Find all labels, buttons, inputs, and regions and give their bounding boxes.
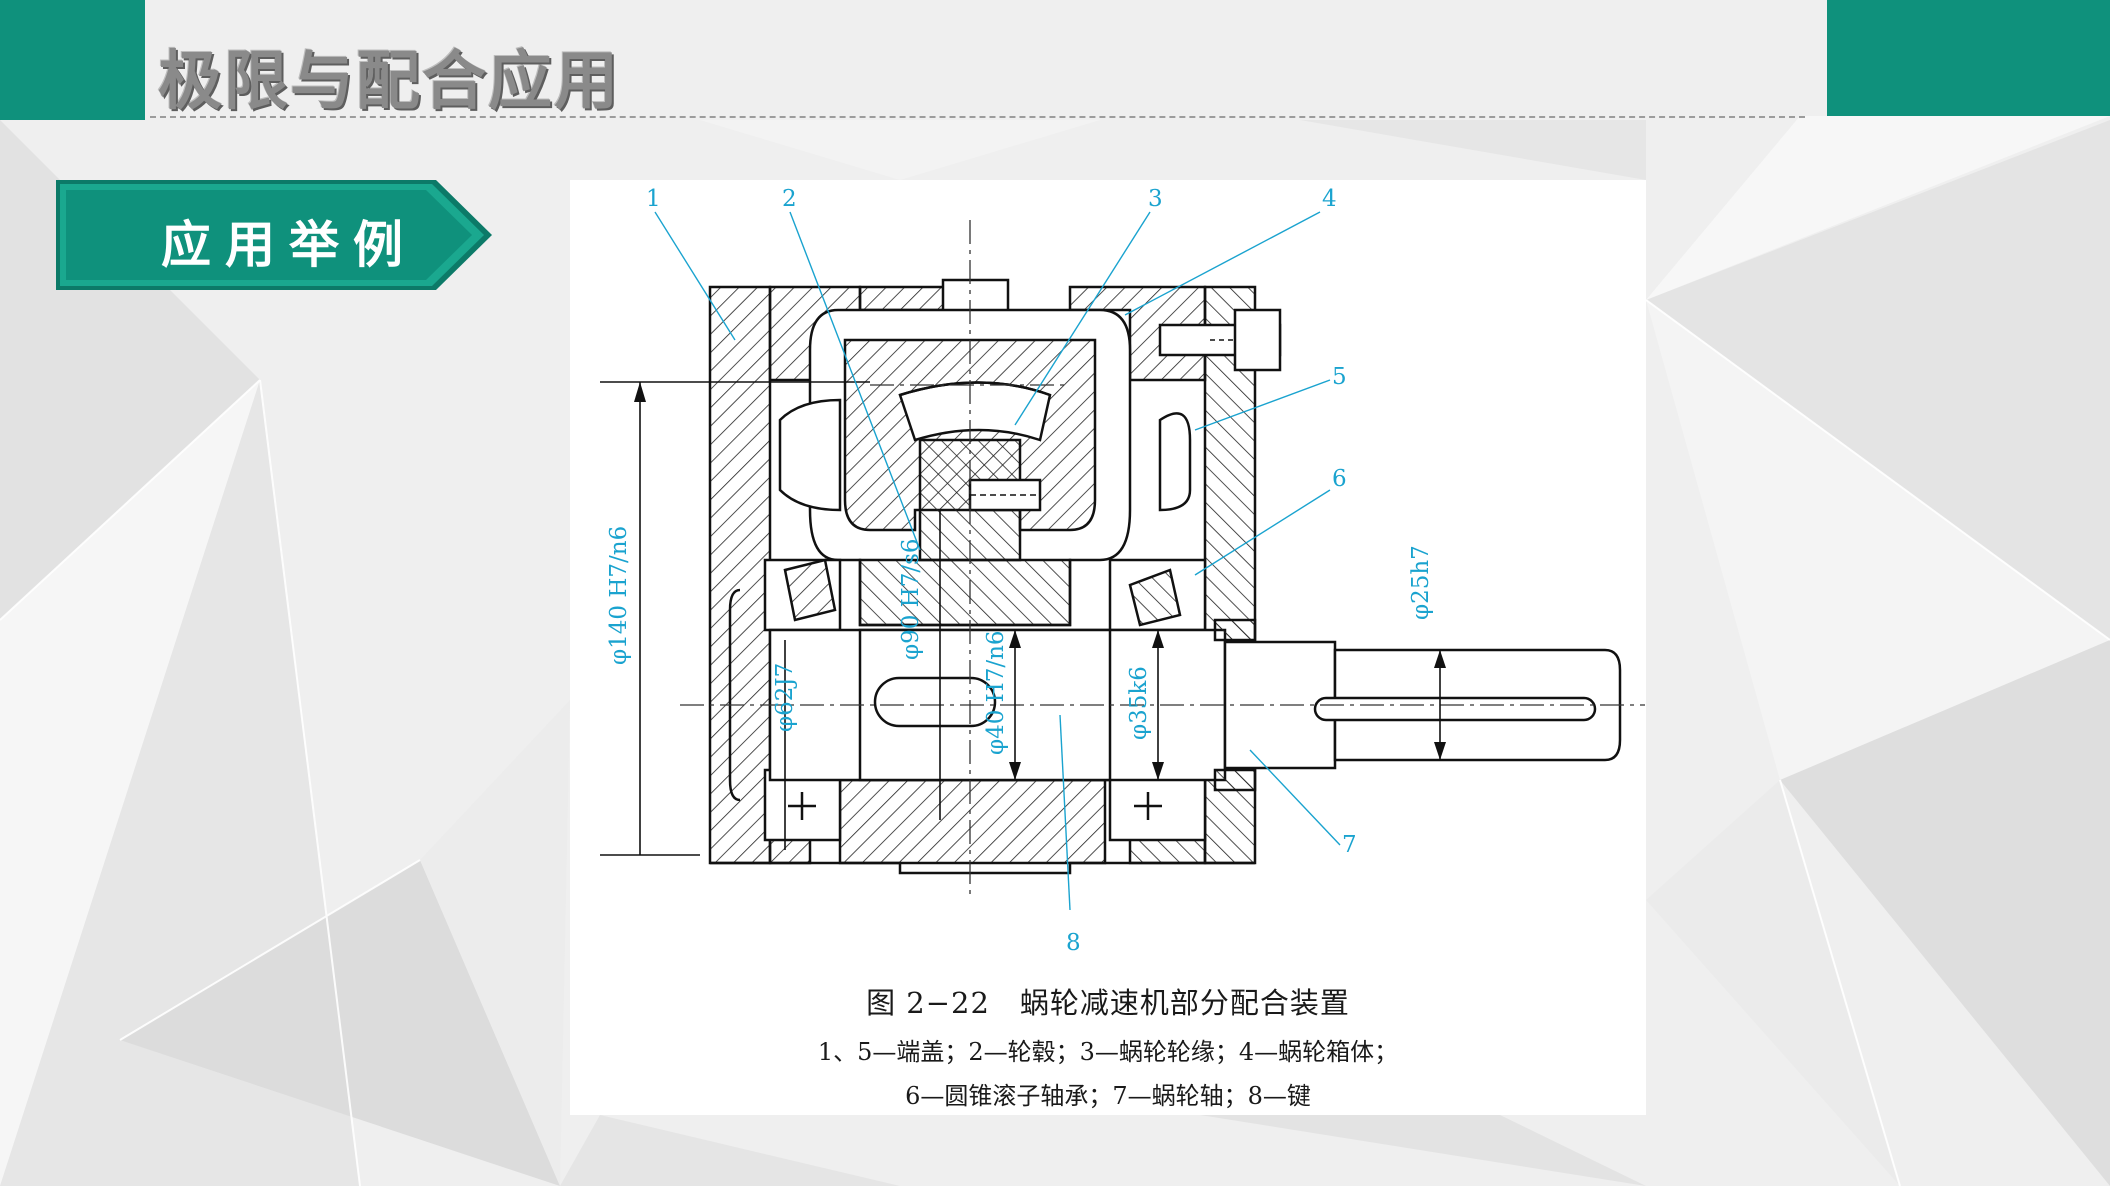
dim-phi140: φ140 H7/n6	[606, 525, 632, 665]
callout-8: 8	[1066, 930, 1081, 956]
dim-phi40: φ40 H7/n6	[983, 630, 1009, 755]
page-title: 极限与配合应用	[158, 45, 620, 119]
callout-7: 7	[1342, 832, 1357, 858]
callout-3: 3	[1148, 186, 1163, 212]
header-accent-left	[0, 0, 145, 120]
section-label: 应用举例	[161, 216, 417, 274]
header-accent-right	[1827, 0, 2110, 116]
figure-panel: 1 2 3 4 5 6 7 8 φ140 H7/n6 φ90 H7/s6 φ62…	[570, 180, 1646, 1115]
figure-caption-line-2: 6—圆锥滚子轴承；7—蜗轮轴；8—键	[905, 1082, 1311, 1110]
callout-1: 1	[646, 186, 661, 212]
worm-gear-drawing	[600, 211, 1645, 911]
callout-2: 2	[782, 186, 797, 212]
dim-phi90: φ90 H7/s6	[898, 538, 924, 660]
dim-phi25: φ25h7	[1408, 545, 1434, 620]
dim-phi35: φ35k6	[1126, 666, 1152, 740]
callout-5: 5	[1332, 364, 1347, 390]
section-tag: 应用举例	[56, 180, 492, 290]
figure-caption-line-1: 1、5—端盖；2—轮毂；3—蜗轮轮缘；4—蜗轮箱体；	[817, 1038, 1399, 1066]
callout-6: 6	[1332, 466, 1347, 492]
figure-caption-title: 图 2−22 蜗轮减速机部分配合装置	[866, 986, 1350, 1020]
section-tag-shape	[56, 180, 492, 290]
dim-phi62: φ62J7	[772, 662, 798, 732]
header-divider	[150, 116, 1805, 118]
callout-4: 4	[1322, 186, 1337, 212]
